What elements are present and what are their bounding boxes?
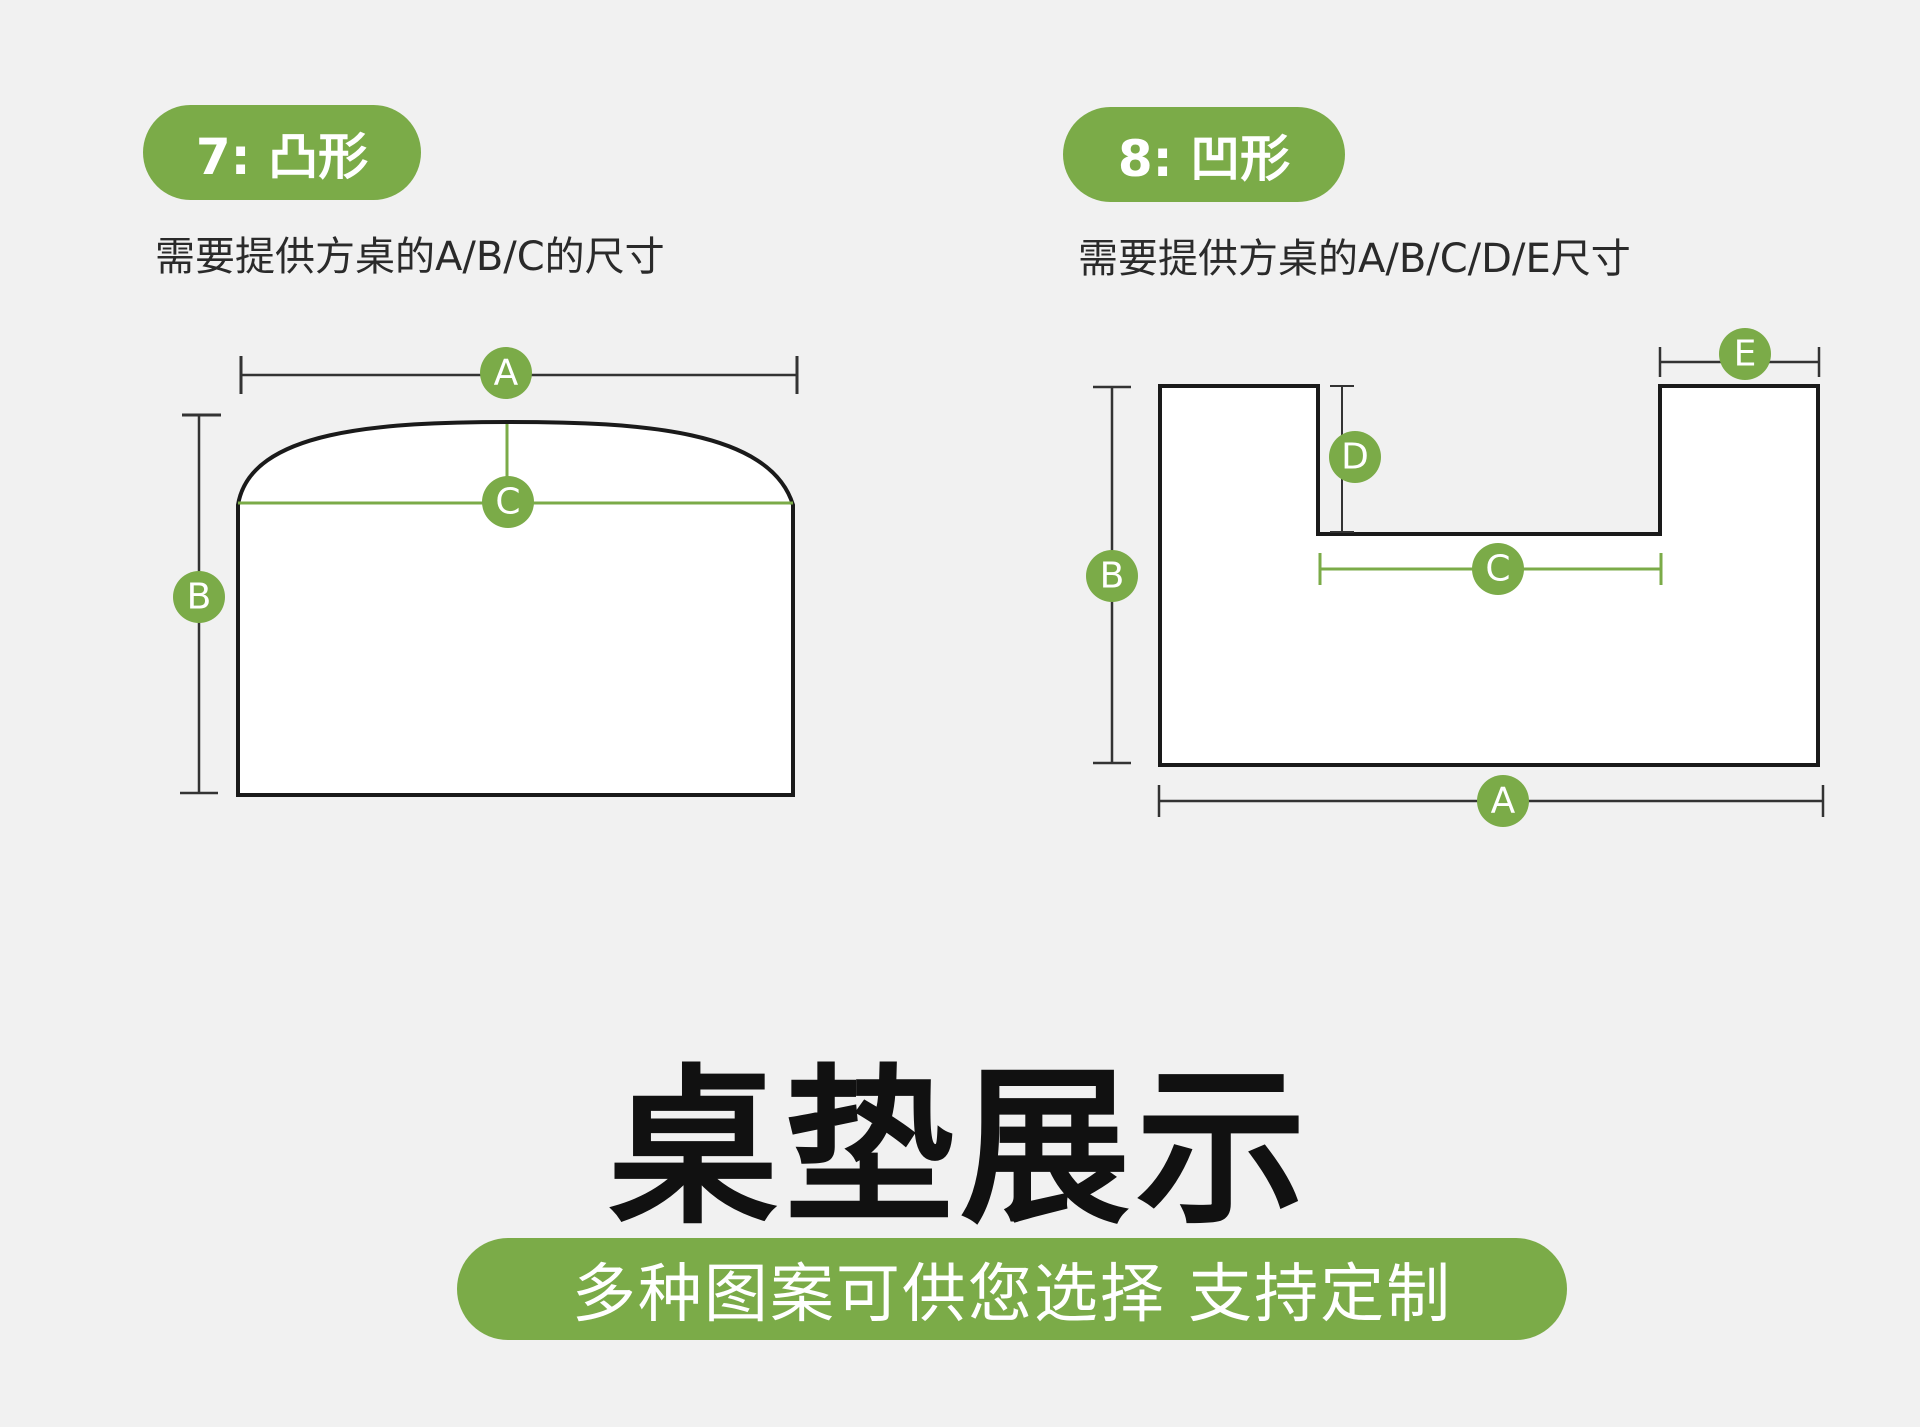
concave-dimension-marker-e (1719, 328, 1771, 380)
shape-7-label: 7: 凸形 (143, 105, 421, 200)
concave-dimension-letter-e: E (1734, 334, 1757, 375)
subtitle-banner: 多种图案可供您选择 支持定制 (457, 1238, 1567, 1340)
convex-dimension-letter-a: A (494, 353, 519, 394)
convex-dimension-marker-b (173, 571, 225, 623)
concave-dimension-letter-c: C (1485, 549, 1510, 590)
shape-8-instruction: 需要提供方桌的A/B/C/D/E尺寸 (1078, 236, 1631, 282)
convex-dimension-letter-c: C (495, 482, 520, 523)
convex-table-outline (236, 419, 795, 797)
convex-dimension-marker-c (482, 476, 534, 528)
concave-dimension-marker-d (1329, 431, 1381, 483)
shape-7-instruction: 需要提供方桌的A/B/C的尺寸 (155, 234, 665, 280)
section-title: 桌垫展示 (607, 1050, 1312, 1248)
convex-dimension-letter-b: B (187, 577, 212, 618)
concave-dimension-marker-b (1086, 550, 1138, 602)
concave-dimension-marker-c (1472, 543, 1524, 595)
shape-8-label: 8: 凹形 (1063, 107, 1345, 202)
concave-dimension-marker-a (1477, 775, 1529, 827)
convex-shape-diagram: A C B (173, 347, 799, 797)
concave-dimension-letter-b: B (1100, 556, 1125, 597)
convex-dimension-marker-a (480, 347, 532, 399)
concave-shape-diagram: E D B C A (1086, 328, 1825, 827)
concave-dimension-letter-a: A (1491, 781, 1516, 822)
concave-dimension-letter-d: D (1341, 437, 1369, 478)
